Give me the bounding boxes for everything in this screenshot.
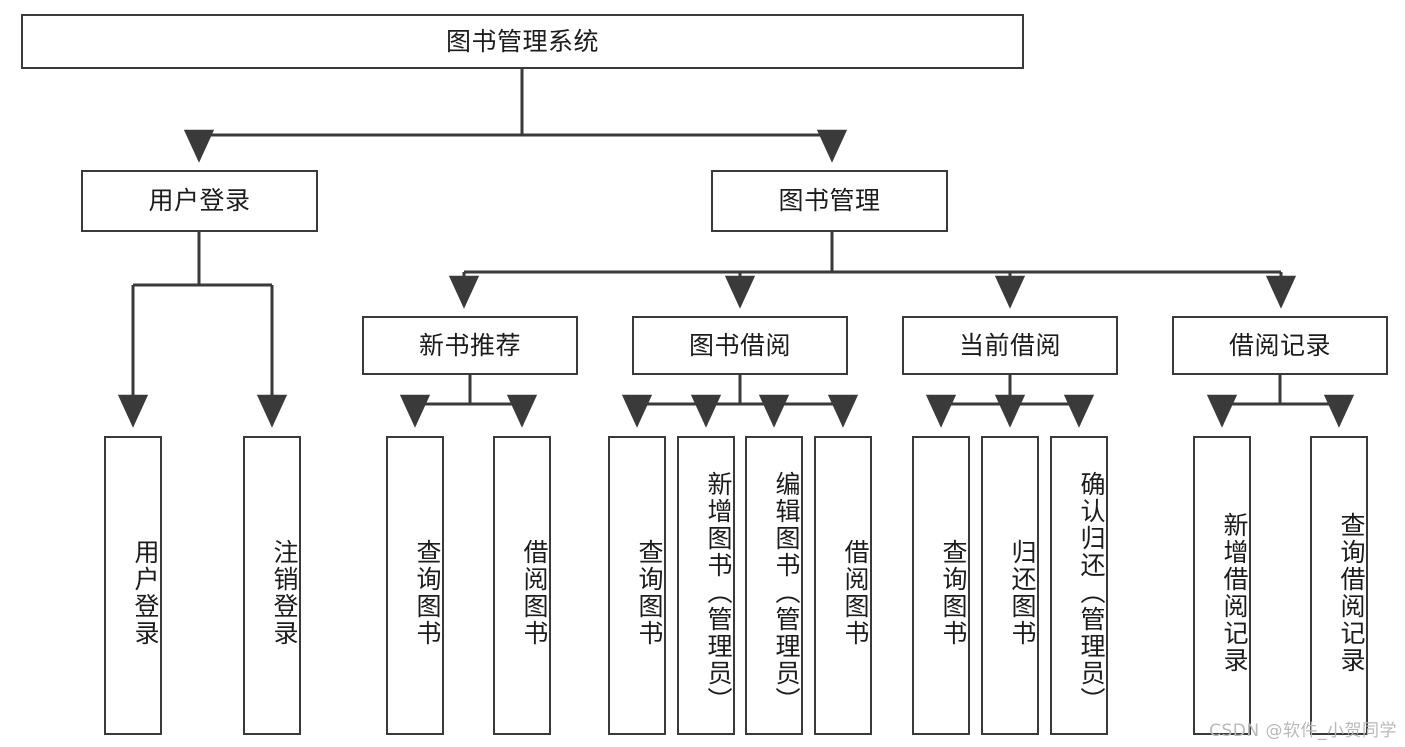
node-book-management[interactable]: 图书管理 — [711, 170, 948, 232]
node-label: 图书管理系统 — [445, 26, 599, 56]
leaf-return-books[interactable]: 归还图书 — [981, 436, 1039, 735]
node-label: 归还图书 — [1008, 538, 1037, 647]
leaf-add-book-admin[interactable]: 新增图书（管理员） — [677, 436, 735, 735]
node-label: 借阅记录 — [1228, 330, 1331, 360]
leaf-query-books-recommend[interactable]: 查询图书 — [386, 436, 444, 735]
leaf-logout[interactable]: 注销登录 — [243, 436, 301, 735]
node-user-login[interactable]: 用户登录 — [81, 170, 318, 232]
node-new-book-recommendation[interactable]: 新书推荐 — [362, 316, 578, 375]
node-label: 确认归还（管理员） — [1077, 471, 1106, 714]
node-label: 新增借阅记录 — [1220, 511, 1249, 674]
leaf-borrow-books-recommend[interactable]: 借阅图书 — [493, 436, 551, 735]
node-label: 新增图书（管理员） — [704, 471, 733, 714]
node-label: 图书借阅 — [688, 330, 791, 360]
leaf-add-borrowing-record[interactable]: 新增借阅记录 — [1193, 436, 1251, 735]
node-label: 查询图书 — [939, 538, 968, 647]
node-label: 新书推荐 — [418, 330, 521, 360]
leaf-query-books-current[interactable]: 查询图书 — [912, 436, 970, 735]
node-label: 查询借阅记录 — [1337, 511, 1366, 674]
node-label: 图书管理 — [778, 186, 881, 216]
leaf-edit-book-admin[interactable]: 编辑图书（管理员） — [745, 436, 803, 735]
node-label: 查询图书 — [635, 538, 664, 647]
node-label: 注销登录 — [270, 538, 299, 647]
node-label: 查询图书 — [413, 538, 442, 647]
node-book-borrowing[interactable]: 图书借阅 — [632, 316, 848, 375]
leaf-user-login[interactable]: 用户登录 — [104, 436, 162, 735]
node-label: 编辑图书（管理员） — [772, 471, 801, 714]
csdn-watermark: CSDN @软件_小贺同学 — [1209, 721, 1397, 741]
leaf-borrow-books-borrowing[interactable]: 借阅图书 — [814, 436, 872, 735]
node-label: 用户登录 — [131, 538, 160, 647]
leaf-confirm-return-admin[interactable]: 确认归还（管理员） — [1050, 436, 1108, 735]
node-label: 借阅图书 — [841, 538, 870, 647]
node-current-borrowing[interactable]: 当前借阅 — [902, 316, 1118, 375]
node-label: 借阅图书 — [520, 538, 549, 647]
leaf-query-borrowing-record[interactable]: 查询借阅记录 — [1310, 436, 1368, 735]
node-label: 当前借阅 — [958, 330, 1061, 360]
node-label: 用户登录 — [148, 186, 251, 216]
node-borrowing-records[interactable]: 借阅记录 — [1172, 316, 1388, 375]
leaf-query-books-borrowing[interactable]: 查询图书 — [608, 436, 666, 735]
node-root-book-management-system[interactable]: 图书管理系统 — [21, 14, 1024, 69]
